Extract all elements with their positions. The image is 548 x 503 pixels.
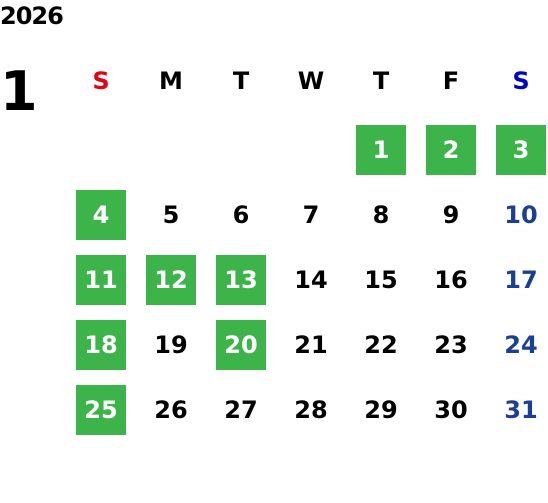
- year-label: 2026: [0, 2, 64, 30]
- calendar-day[interactable]: 22: [364, 331, 398, 359]
- calendar-day[interactable]: 3: [496, 125, 546, 175]
- calendar-day[interactable]: 14: [294, 266, 328, 294]
- calendar-day[interactable]: 8: [372, 201, 390, 229]
- calendar-day[interactable]: 17: [504, 266, 538, 294]
- calendar-day[interactable]: 6: [232, 201, 250, 229]
- calendar-day[interactable]: 1: [356, 125, 406, 175]
- calendar-day[interactable]: 5: [162, 201, 180, 229]
- calendar-day[interactable]: 19: [154, 331, 188, 359]
- calendar-day[interactable]: 7: [302, 201, 320, 229]
- weekday-header: F: [442, 67, 460, 95]
- calendar-day[interactable]: 29: [364, 396, 398, 424]
- weekday-header: M: [159, 67, 183, 95]
- month-label: 1: [0, 60, 38, 123]
- weekday-header: W: [297, 67, 325, 95]
- calendar-day[interactable]: 21: [294, 331, 328, 359]
- calendar-day[interactable]: 4: [76, 190, 126, 240]
- calendar-day[interactable]: 16: [434, 266, 468, 294]
- calendar-day[interactable]: 27: [224, 396, 258, 424]
- calendar-day[interactable]: 25: [76, 385, 126, 435]
- calendar-day[interactable]: 31: [504, 396, 538, 424]
- calendar-day[interactable]: 28: [294, 396, 328, 424]
- weekday-header: S: [92, 67, 110, 95]
- calendar-day[interactable]: 18: [76, 320, 126, 370]
- calendar-day[interactable]: 9: [442, 201, 460, 229]
- calendar-day[interactable]: 11: [76, 255, 126, 305]
- calendar-day[interactable]: 12: [146, 255, 196, 305]
- calendar-day[interactable]: 2: [426, 125, 476, 175]
- weekday-header: T: [372, 67, 390, 95]
- calendar-day[interactable]: 24: [504, 331, 538, 359]
- calendar-day[interactable]: 23: [434, 331, 468, 359]
- calendar-day[interactable]: 15: [364, 266, 398, 294]
- calendar-day[interactable]: 20: [216, 320, 266, 370]
- calendar-day[interactable]: 30: [434, 396, 468, 424]
- weekday-header: T: [232, 67, 250, 95]
- calendar-day[interactable]: 13: [216, 255, 266, 305]
- calendar-day[interactable]: 26: [154, 396, 188, 424]
- calendar-day[interactable]: 10: [504, 201, 538, 229]
- weekday-header: S: [512, 67, 530, 95]
